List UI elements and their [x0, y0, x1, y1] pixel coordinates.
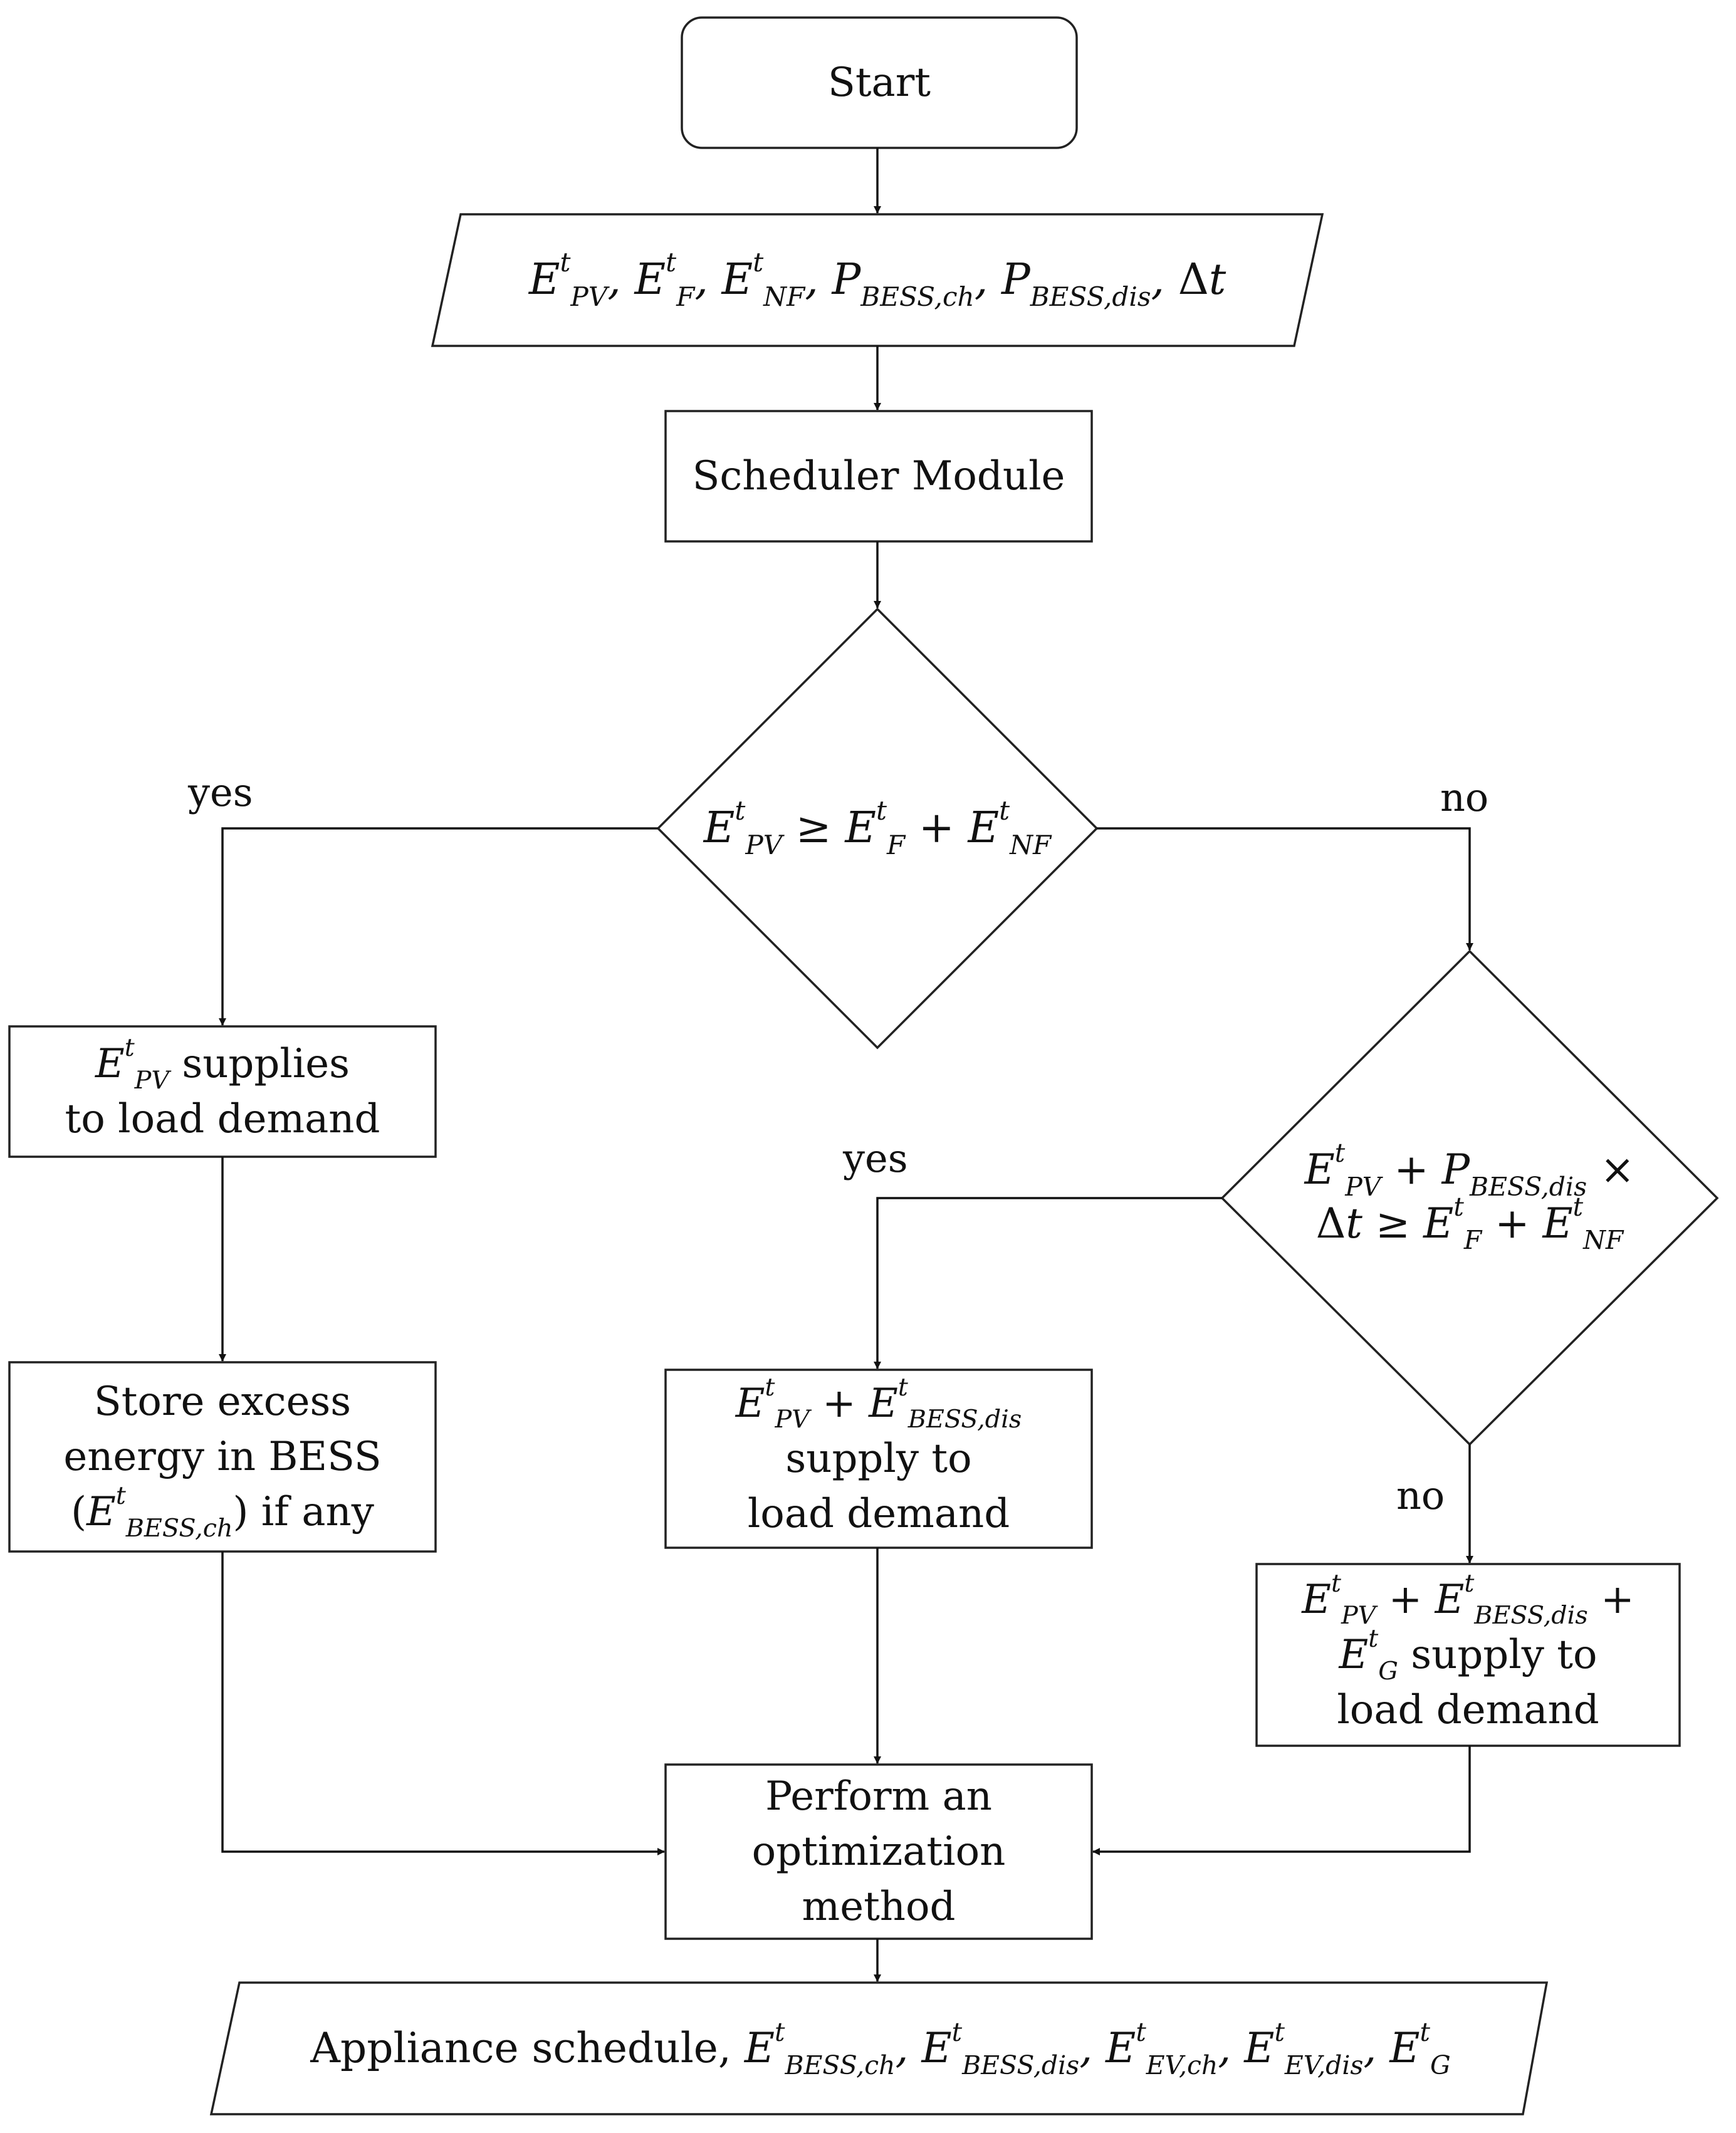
pv-bess-supply-line2: supply to [785, 1435, 972, 1482]
scheduler-label: Scheduler Module [692, 452, 1065, 499]
optimize-line1: Perform an [765, 1773, 992, 1820]
store-excess-line3: (EtBESS,ch) if any [71, 1481, 374, 1543]
pv-bess-supply-line3: load demand [747, 1491, 1010, 1538]
output-prefix: Appliance schedule, [310, 2024, 745, 2073]
pv-bess-grid-box-shape [1255, 1563, 1681, 1747]
start-label: Start [827, 59, 931, 106]
decision1-formula: EtPV ≥ EtF + EtNF [703, 795, 1052, 861]
pv-bess-grid-formula: EtPV + EtBESS,dis + [1302, 1568, 1634, 1630]
pv-supplies-line2: to load demand [65, 1096, 380, 1142]
start-node: Start [682, 18, 1077, 148]
pv-bess-supply-box-shape [664, 1369, 1093, 1549]
optimize-box-shape [664, 1763, 1093, 1940]
edge-d1-no [1097, 827, 1473, 951]
scheduler-box-shape [664, 410, 1093, 543]
edge-d1-yes [219, 827, 658, 1026]
edge-grid-to-optimize [1092, 1746, 1471, 1855]
decision2-node: EtPV + PBESS,dis × Δt ≥ EtF + EtNF [1247, 1134, 1692, 1259]
optimize-line3: method [802, 1884, 956, 1931]
optimize-node: Perform an optimization method [666, 1765, 1092, 1939]
output-node: Appliance schedule, EtBESS,ch, EtBESS,di… [238, 1983, 1523, 2114]
decision2-no-label: no [1396, 1473, 1445, 1518]
inputs-parallelogram-shape [431, 213, 1324, 347]
pv-bess-supply-node: EtPV + EtBESS,dis supply to load demand [666, 1370, 1092, 1548]
output-formula: EtBESS,ch, EtBESS,dis, EtEV,ch, EtEV,dis… [744, 2016, 1451, 2080]
optimize-line2: optimization [751, 1828, 1006, 1875]
pv-supplies-line1: EtPV supplies [95, 1033, 350, 1095]
store-excess-line1: Store excess [93, 1378, 352, 1425]
pv-bess-grid-line2: EtG supply to [1339, 1624, 1597, 1686]
scheduler-node: Scheduler Module [666, 411, 1092, 541]
output-parallelogram-shape [209, 1981, 1549, 2115]
decision2-formula-line1: EtPV + PBESS,dis × [1304, 1138, 1635, 1202]
inputs-node: EtPV, EtF, EtNF, PBESS,ch, PBESS,dis, Δt [439, 214, 1316, 346]
decision2-formula-line2: Δt ≥ EtF + EtNF [1315, 1192, 1624, 1256]
store-excess-line2: energy in BESS [63, 1433, 382, 1480]
start-terminal-shape [681, 16, 1078, 149]
edge-d2-yes [874, 1197, 1222, 1369]
pv-bess-grid-line3: load demand [1337, 1687, 1599, 1734]
decision1-node: EtPV ≥ EtF + EtNF [664, 772, 1090, 885]
decision1-diamond-shape [656, 607, 1099, 1050]
inputs-formula: EtPV, EtF, EtNF, PBESS,ch, PBESS,dis, Δt [528, 247, 1226, 313]
decision1-yes-label: yes [188, 769, 253, 815]
decision2-yes-label: yes [843, 1135, 908, 1181]
pv-bess-grid-node: EtPV + EtBESS,dis + EtG supply to load d… [1257, 1564, 1680, 1746]
store-excess-node: Store excess energy in BESS (EtBESS,ch) … [9, 1362, 436, 1552]
decision1-no-label: no [1440, 774, 1489, 820]
pv-bess-supply-formula: EtPV + EtBESS,dis [735, 1372, 1022, 1434]
edge-store-to-optimize [221, 1552, 665, 1855]
pv-supplies-node: EtPV supplies to load demand [9, 1026, 436, 1157]
